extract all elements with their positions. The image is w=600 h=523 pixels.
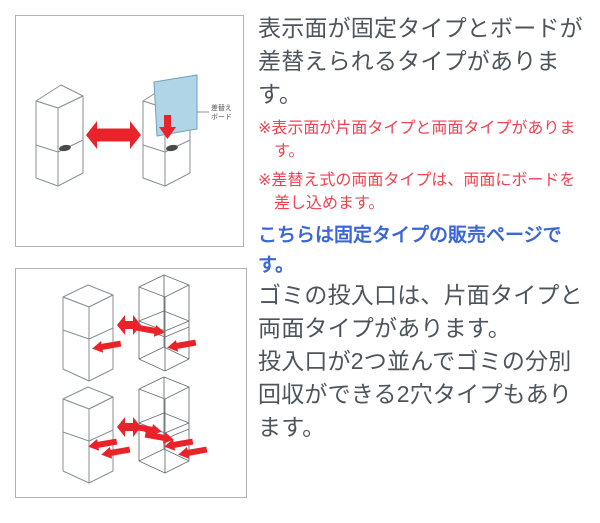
inlet-arrow-icon	[92, 340, 122, 353]
cabinet-replaceable-board-icon: 差替え ボード	[142, 74, 232, 187]
double-arrow-icon	[117, 315, 141, 335]
inlet-arrow-icon	[144, 431, 174, 444]
cabinet-two-hole-double-side-icon	[132, 376, 208, 474]
inlet-arrow-icon	[88, 438, 118, 451]
fixed-vs-replaceable-illustration: 差替え ボード	[35, 74, 232, 187]
cabinet-double-side-icon	[135, 274, 197, 372]
inlet-type-illustration-panel	[15, 268, 247, 498]
fixed-type-description: 表示面が固定タイプとボードが差替えられるタイプがあります。	[258, 15, 583, 107]
inlet-description-sentence1: ゴミの投入口は、片面タイプと両面タイプがあります。	[258, 282, 583, 341]
cabinet-single-side-icon	[62, 284, 122, 382]
fixed-type-sales-page-text: こちらは固定タイプの販売ページです。	[258, 225, 562, 276]
double-arrow-icon	[86, 121, 141, 149]
cabinet-two-hole-single-side-icon	[62, 386, 131, 484]
insert-down-arrow-icon	[159, 115, 176, 139]
replaceable-board-icon	[153, 74, 198, 137]
board-label-line2: ボード	[211, 113, 232, 121]
note-single-double-face: ※表示面が片面タイプと両面タイプがあります。	[258, 120, 576, 160]
inlet-arrow-icon	[167, 339, 197, 352]
inlet-text-block: ゴミの投入口は、片面タイプと両面タイプがあります。 投入口が2つ並んでゴミの分別…	[258, 279, 592, 444]
inlet-arrow-icon	[135, 324, 165, 337]
double-arrow-icon	[117, 417, 141, 437]
inlet-types-illustration	[62, 274, 208, 484]
fixed-type-text-block: 表示面が固定タイプとボードが差替えられるタイプがあります。 ※表示面が片面タイプ…	[258, 12, 592, 281]
inlet-arrow-icon	[132, 423, 162, 436]
inlet-arrow-icon	[178, 446, 208, 459]
note-insert-both-sides: ※差替え式の両面タイプは、両面にボードを差し込めます。	[258, 172, 576, 212]
inlet-description-sentence2: 投入口が2つ並んでゴミの分別回収ができる2穴タイプもあります。	[258, 348, 573, 440]
inlet-arrow-icon	[164, 438, 194, 451]
inlet-arrow-icon	[101, 446, 131, 459]
board-label-line1: 差替え	[211, 103, 232, 112]
fixed-type-illustration-panel: 差替え ボード	[15, 15, 244, 247]
cabinet-fixed-icon	[35, 84, 84, 187]
